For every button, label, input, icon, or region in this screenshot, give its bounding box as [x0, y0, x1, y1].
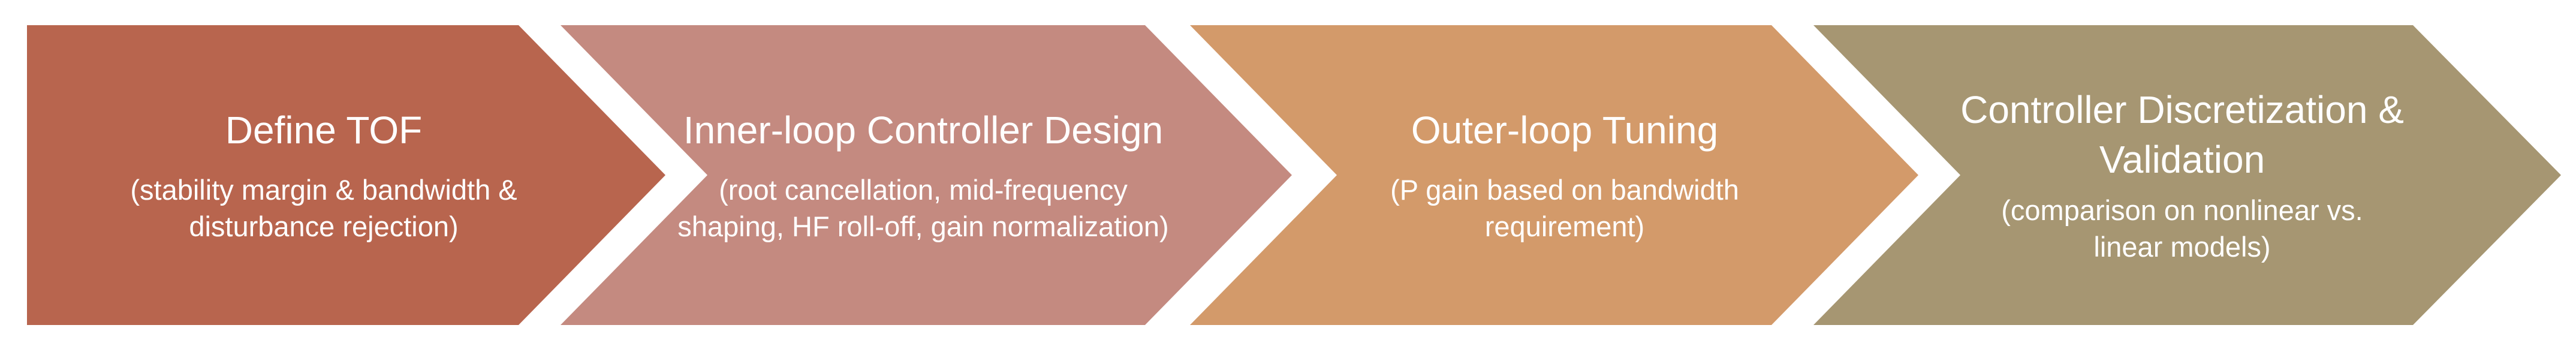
step-3-title: Outer-loop Tuning [1411, 109, 1719, 152]
step-3-description-line: (P gain based on bandwidth [1390, 173, 1739, 206]
step-2-chevron [561, 25, 1292, 325]
step-3-text: Outer-loop Tuning (P gain based on bandw… [1307, 25, 1822, 325]
step-4-title-line: Validation [2099, 137, 2265, 181]
step-1-description-line: disturbance rejection) [189, 210, 459, 242]
step-1-arrow [27, 25, 665, 325]
step-4-description: (comparison on nonlinear vs. linear mode… [2001, 192, 2363, 265]
step-4-title-line: Controller Discretization & [1960, 88, 2404, 131]
step-4-title: Controller Discretization & Validation [1960, 85, 2404, 185]
step-2-description-line: (root cancellation, mid-frequency [719, 173, 1128, 206]
step-4-text: Controller Discretization & Validation (… [1912, 25, 2452, 325]
step-3-chevron [1190, 25, 1918, 325]
step-1-description: (stability margin & bandwidth & disturba… [130, 172, 517, 245]
step-1-description-line: (stability margin & bandwidth & [130, 173, 517, 206]
step-4-chevron [1813, 25, 2561, 325]
step-2-text: Inner-loop Controller Design (root cance… [644, 25, 1202, 325]
step-3-description-line: requirement) [1484, 210, 1645, 242]
step-2-description-line: shaping, HF roll-off, gain normalization… [677, 210, 1169, 242]
step-1-title: Define TOF [225, 109, 423, 152]
step-2-title: Inner-loop Controller Design [683, 109, 1164, 152]
step-1-text: Define TOF (stability margin & bandwidth… [84, 25, 564, 325]
step-3-description: (P gain based on bandwidth requirement) [1390, 172, 1739, 245]
step-4-description-line: linear models) [2093, 231, 2271, 263]
step-2-description: (root cancellation, mid-frequency shapin… [677, 172, 1168, 245]
step-4-description-line: (comparison on nonlinear vs. [2001, 194, 2363, 227]
